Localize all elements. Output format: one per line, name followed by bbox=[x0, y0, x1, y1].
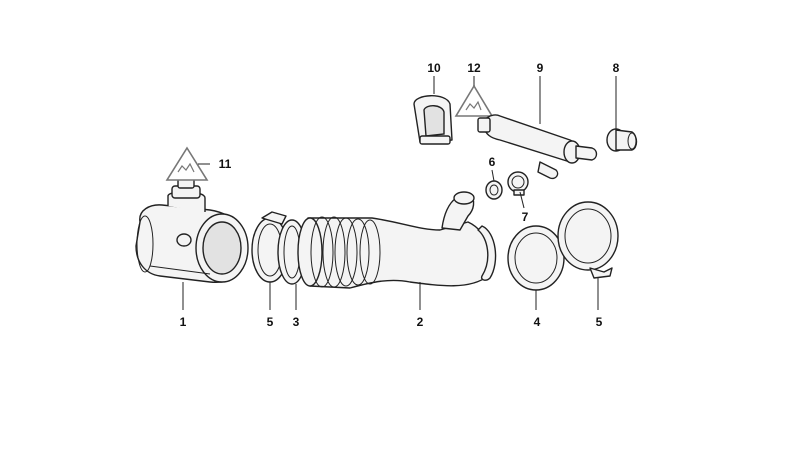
part-10-holder bbox=[413, 95, 453, 145]
warning-triangle-12 bbox=[454, 84, 494, 117]
part-9-tube bbox=[477, 114, 598, 180]
callout-11: 11 bbox=[219, 157, 232, 171]
callout-12: 12 bbox=[467, 61, 481, 75]
callout-10: 10 bbox=[427, 61, 441, 75]
leader-lines bbox=[182, 76, 617, 310]
callout-5-right: 5 bbox=[596, 315, 603, 329]
callout-7: 7 bbox=[522, 210, 529, 224]
callout-2: 2 bbox=[417, 315, 424, 329]
part-5-hose-clamp-right bbox=[557, 201, 619, 279]
callout-8: 8 bbox=[613, 61, 620, 75]
callout-9: 9 bbox=[537, 61, 544, 75]
part-6-small-ring bbox=[485, 180, 503, 200]
callout-4: 4 bbox=[534, 315, 541, 329]
callout-3: 3 bbox=[293, 315, 300, 329]
callout-labels: 1 5 3 2 4 5 6 7 8 9 10 11 12 bbox=[180, 61, 620, 329]
part-8-connector bbox=[606, 128, 638, 152]
part-7-small-clamp bbox=[507, 171, 529, 196]
callout-6: 6 bbox=[489, 155, 496, 169]
part-4-ring bbox=[507, 225, 565, 291]
part-2-intake-bellows bbox=[297, 191, 497, 289]
callout-5-left: 5 bbox=[267, 315, 274, 329]
callout-1: 1 bbox=[180, 315, 187, 329]
warning-triangle-11 bbox=[165, 146, 209, 181]
part-1-air-mass-meter bbox=[135, 177, 249, 283]
